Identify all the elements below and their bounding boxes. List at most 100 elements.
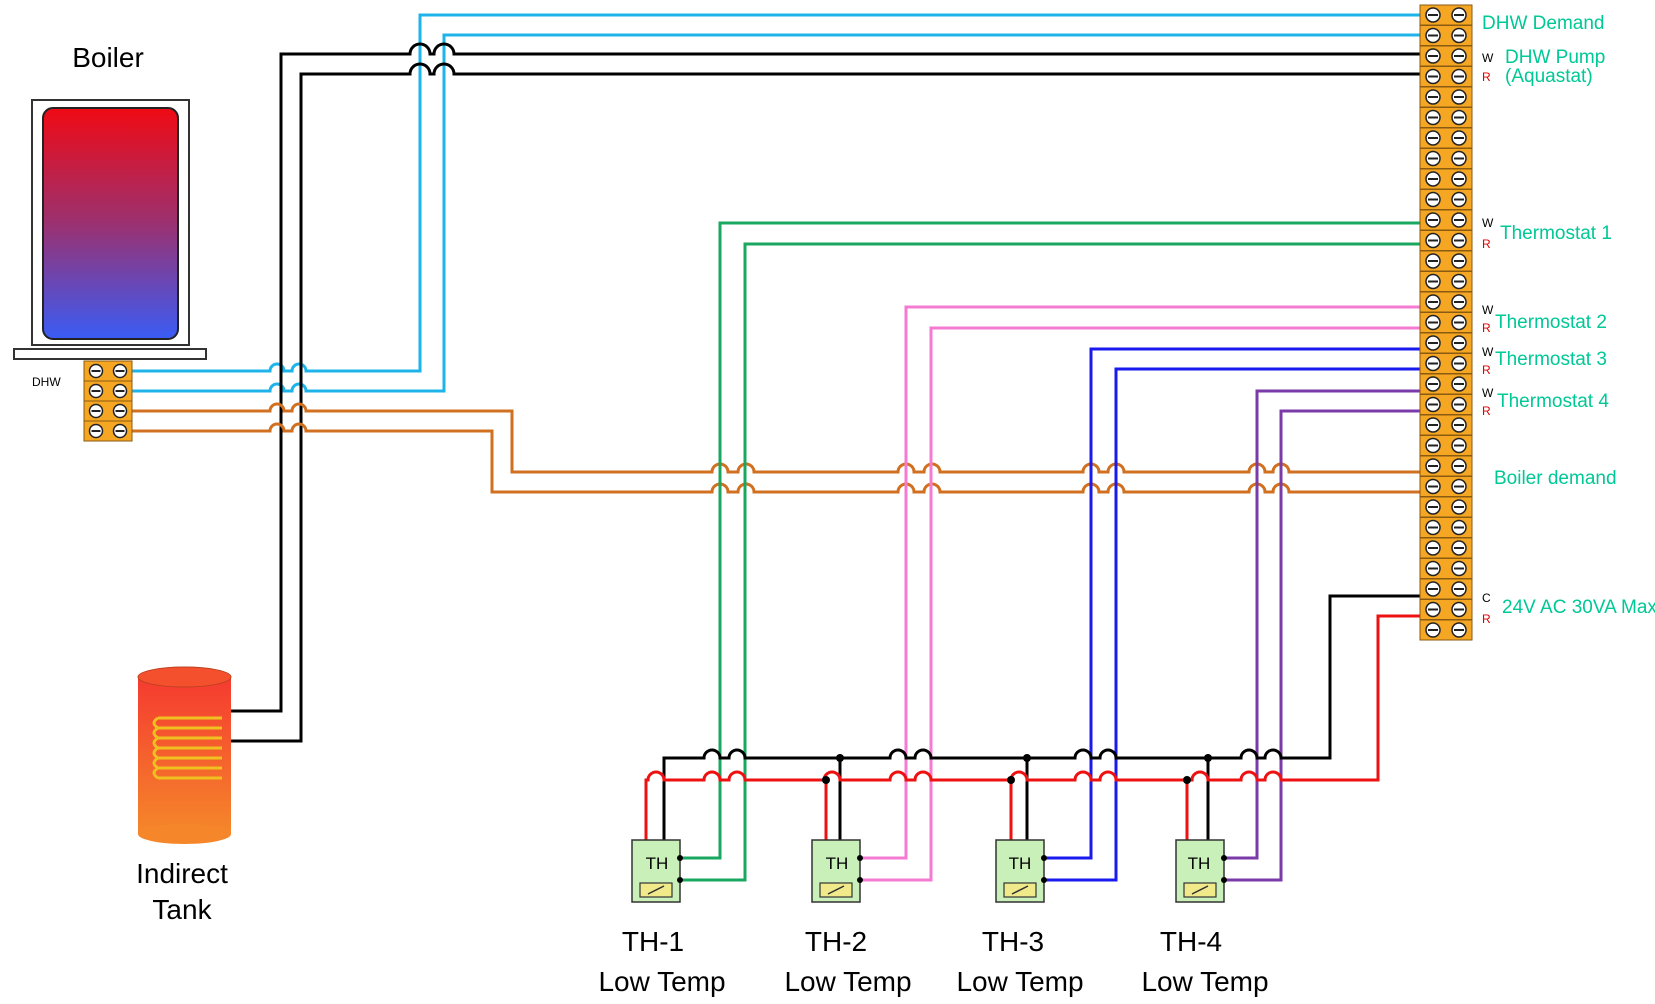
terminal-row (1419, 25, 1473, 46)
terminal-row (1419, 66, 1473, 87)
dhw-terminal-row (83, 380, 133, 402)
boiler-demand-wire-1 (130, 402, 1420, 474)
dhw-terminal-block (83, 360, 133, 442)
power-r-seg-2 (822, 770, 1011, 840)
dhw-pump-label-2: (Aquastat) (1505, 66, 1593, 87)
terminal-row (1419, 86, 1473, 108)
terminal-row (1419, 312, 1473, 333)
thermostat-terminal-r (857, 877, 863, 883)
th1-tag: TH (645, 854, 669, 873)
terminal-row (1419, 189, 1473, 210)
indirect-tank (137, 666, 232, 844)
power-c-bus (662, 594, 1420, 840)
terminal-row (1419, 107, 1473, 128)
thermostat-terminal-w (1041, 855, 1047, 861)
terminal-row (1419, 291, 1473, 313)
thermostat-dial (647, 885, 665, 895)
terminal-row (1419, 537, 1473, 559)
terminal-row (1419, 271, 1473, 292)
power-r-letter: R (1482, 612, 1491, 626)
th3-tag: TH (1008, 854, 1032, 873)
junction-dot (1007, 776, 1015, 784)
indirect-tank-label-2: Tank (152, 894, 212, 925)
thermostat1-wire-w (680, 221, 1420, 860)
thermostat-terminal-w (677, 855, 683, 861)
terminal-row (1419, 517, 1473, 538)
thermostat3-wire-r (1043, 367, 1420, 882)
thermostat-3-icon (995, 839, 1047, 903)
terminal-row (1419, 353, 1473, 374)
terminal-row (1419, 619, 1473, 641)
power-c-letter: C (1482, 591, 1491, 605)
terminal-row (1419, 209, 1473, 231)
dhw-terminal-row (83, 400, 133, 422)
junction-dot (1204, 754, 1212, 762)
terminal-row (1419, 394, 1473, 415)
thermostat-dial (1191, 885, 1209, 895)
dhw-terminal-row (83, 420, 133, 442)
dhw-terminal-row (83, 360, 133, 382)
terminal-row (1419, 230, 1473, 251)
dhw-demand-label: DHW Demand (1482, 13, 1605, 34)
th1-name: TH-1 (621, 926, 685, 957)
junction-dot (836, 754, 844, 762)
power-r-seg-1 (644, 770, 826, 840)
terminal-row (1419, 435, 1473, 456)
th2-tag: TH (825, 854, 849, 873)
terminal-row (1419, 148, 1473, 169)
thermostat3-wire-w (1043, 347, 1420, 860)
indirect-tank-label: Indirect (136, 858, 228, 889)
thermostat-1-icon (631, 839, 683, 903)
thermostat2-w-letter: W (1482, 303, 1494, 317)
main-terminal-strip (1419, 4, 1473, 641)
tank-wire-1 (231, 42, 1420, 713)
thermostat1-label: Thermostat 1 (1500, 223, 1612, 244)
terminal-row (1419, 476, 1473, 497)
th3-desc: Low Temp (956, 966, 1084, 997)
thermostat1-wire-r (680, 242, 1420, 882)
terminal-row (1419, 168, 1473, 190)
thermostat-2-icon (811, 839, 863, 903)
boiler-demand-label: Boiler demand (1494, 468, 1617, 489)
thermostat3-r-letter: R (1482, 363, 1491, 377)
thermostat2-label: Thermostat 2 (1495, 312, 1607, 333)
thermostat2-wire-w (860, 305, 1420, 860)
terminal-row (1419, 455, 1473, 477)
terminal-row (1419, 45, 1473, 67)
thermostat2-r-letter: R (1482, 321, 1491, 335)
th4-name: TH-4 (1159, 926, 1223, 957)
junction-dot (822, 776, 830, 784)
thermostat-terminal-w (857, 855, 863, 861)
thermostat-dial (1011, 885, 1029, 895)
thermostat4-wire-w (1222, 389, 1420, 860)
dhw-label: DHW (32, 375, 61, 389)
boiler-label: Boiler (72, 42, 144, 73)
thermostat4-wire-r (1222, 409, 1420, 882)
power-label: 24V AC 30VA Max. (1502, 597, 1655, 618)
thermostat-terminal-r (1041, 877, 1047, 883)
terminal-row (1419, 373, 1473, 395)
thermostat3-w-letter: W (1482, 345, 1494, 359)
thermostat-dial (827, 885, 845, 895)
terminal-row (1419, 414, 1473, 436)
thermostat-terminal-r (1221, 877, 1227, 883)
th4-desc: Low Temp (1141, 966, 1269, 997)
terminal-row (1419, 250, 1473, 272)
th2-name: TH-2 (804, 926, 868, 957)
terminal-row (1419, 4, 1473, 26)
power-r-seg-3 (1009, 770, 1187, 840)
th1-desc: Low Temp (598, 966, 726, 997)
terminal-row (1419, 578, 1473, 600)
thermostat-terminal-r (677, 877, 683, 883)
dhw-demand-wire-1 (130, 13, 1420, 373)
terminal-row (1419, 332, 1473, 354)
thermostat-icons (631, 839, 1227, 903)
boiler-demand-wire-2 (130, 422, 1420, 494)
terminal-row (1419, 558, 1473, 579)
thermostat4-w-letter: W (1482, 386, 1494, 400)
thermostat1-w-letter: W (1482, 216, 1494, 230)
tank-wire-2 (231, 62, 1420, 743)
thermostat-terminal-w (1221, 855, 1227, 861)
thermostat2-wire-r (860, 326, 1420, 882)
